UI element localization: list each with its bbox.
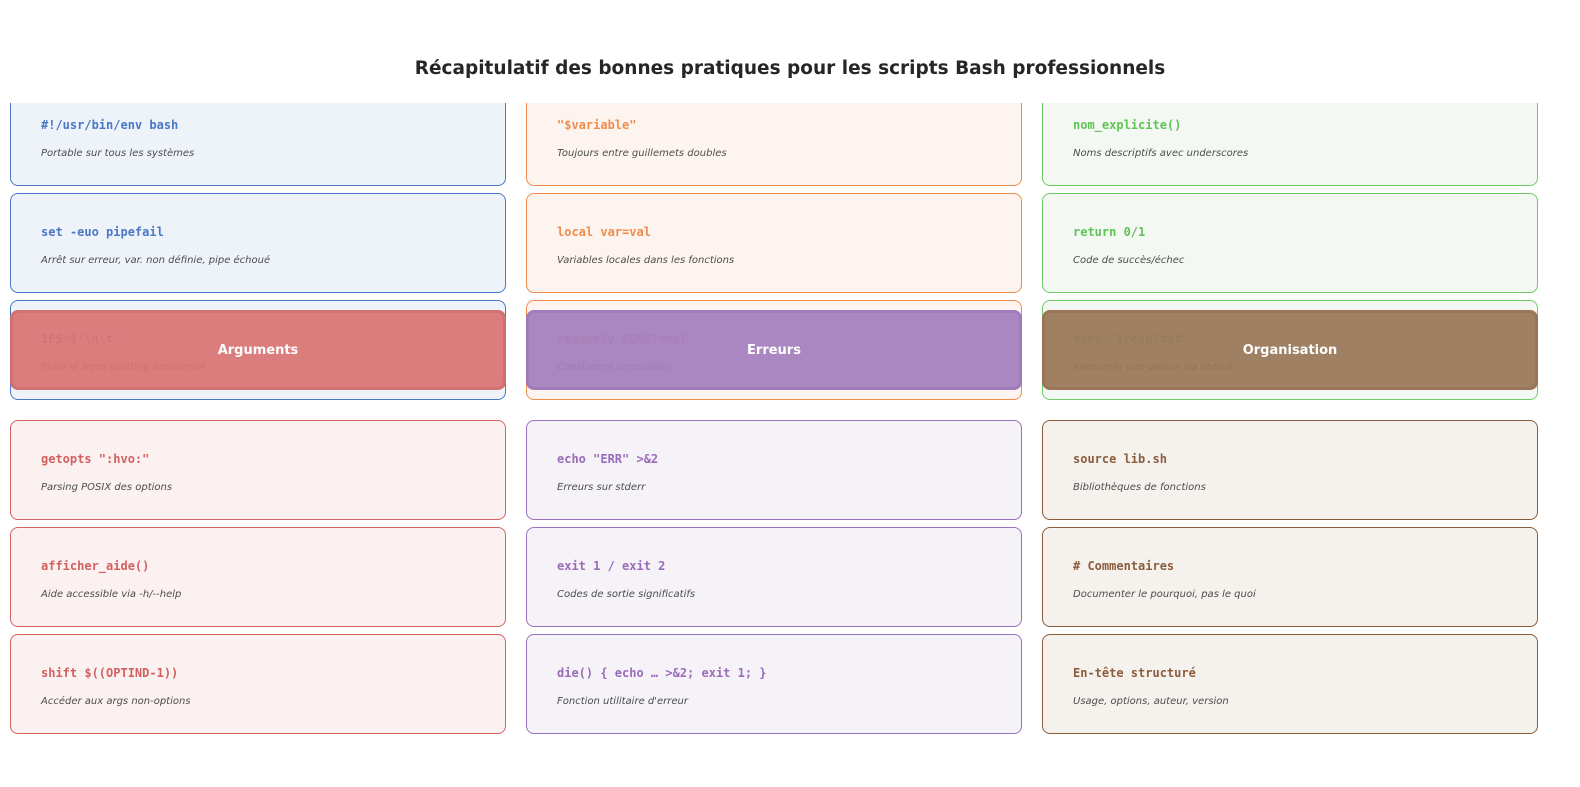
- practice-description: Aide accessible via -h/--help: [41, 589, 182, 600]
- practice-description: Variables locales dans les fonctions: [557, 255, 735, 266]
- practice-description: Codes de sortie significatifs: [557, 589, 696, 600]
- practice-description: Usage, options, auteur, version: [1073, 696, 1229, 707]
- practice-description: Erreurs sur stderr: [557, 482, 646, 493]
- practice-code: #!/usr/bin/env bash: [41, 118, 179, 132]
- title-band: [0, 0, 1580, 103]
- practice-description: Parsing POSIX des options: [41, 482, 173, 493]
- practice-code: shift $((OPTIND-1)): [41, 666, 179, 680]
- practice-description: Portable sur tous les systèmes: [41, 148, 195, 159]
- practice-code: # Commentaires: [1073, 559, 1175, 573]
- practice-code: "$variable": [557, 118, 637, 132]
- page-title: Récapitulatif des bonnes pratiques pour …: [414, 58, 1166, 79]
- practice-card: afficher_aide() Aide accessible via -h/--…: [10, 527, 506, 627]
- practice-code: nom_explicite(): [1073, 118, 1182, 132]
- practice-description: Arrêt sur erreur, var. non définie, pipe…: [41, 255, 271, 266]
- section-header: Organisation: [1042, 310, 1538, 390]
- practice-description: Bibliothèques de fonctions: [1073, 482, 1206, 493]
- practice-code: return 0/1: [1073, 225, 1146, 239]
- practice-code: afficher_aide(): [41, 559, 150, 573]
- practice-code: set -euo pipefail: [41, 225, 164, 239]
- practice-card: shift $((OPTIND-1)) Accéder aux args non-…: [10, 634, 506, 734]
- practice-description: Accéder aux args non-options: [41, 696, 191, 707]
- practice-description: Documenter le pourquoi, pas le quoi: [1073, 589, 1256, 600]
- practice-code: getopts ":hvo:": [41, 452, 150, 466]
- practice-card: getopts ":hvo:" Parsing POSIX des options: [10, 420, 506, 520]
- practice-description: Toujours entre guillemets doubles: [557, 148, 727, 159]
- practice-description: Fonction utilitaire d'erreur: [557, 696, 688, 707]
- practice-code: En-tête structuré: [1073, 666, 1196, 680]
- practice-card: die() { echo … >&2; exit 1; } Fonction ut…: [526, 634, 1022, 734]
- practice-card: exit 1 / exit 2 Codes de sortie significa…: [526, 527, 1022, 627]
- section-header: Arguments: [10, 310, 506, 390]
- practice-code: local var=val: [557, 225, 651, 239]
- section-header: Erreurs: [526, 310, 1022, 390]
- practice-code: source lib.sh: [1073, 452, 1167, 466]
- practice-code: echo "ERR" >&2: [557, 452, 659, 466]
- practice-description: Noms descriptifs avec underscores: [1073, 148, 1249, 159]
- practice-code: die() { echo … >&2; exit 1; }: [557, 666, 767, 680]
- practice-description: Code de succès/échec: [1073, 255, 1185, 266]
- practice-code: exit 1 / exit 2: [557, 559, 666, 573]
